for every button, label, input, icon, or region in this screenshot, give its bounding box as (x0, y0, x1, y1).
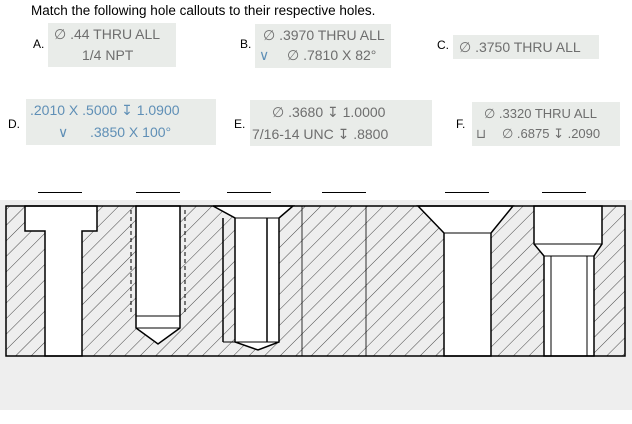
answer-blank-2[interactable] (136, 192, 180, 193)
callout-b-letter: B. (240, 37, 252, 51)
hole-6 (533, 205, 603, 357)
answer-blank-3[interactable] (227, 192, 271, 193)
callout-c: ∅ .3750 THRU ALL (453, 35, 599, 59)
callout-a: ∅ .44 THRU ALL 1/4 NPT (48, 23, 176, 67)
callout-f-line1: ∅ .3320 THRU ALL (484, 106, 597, 121)
callout-f: ∅ .3320 THRU ALL ⊔ ∅ .6875 ↧ .2090 (472, 102, 620, 146)
callout-e-line2: 7/16-14 UNC ↧ .8800 (252, 126, 389, 142)
callout-e-line1: ∅ .3680 ↧ 1.0000 (272, 104, 386, 120)
hole-3 (212, 205, 296, 351)
answer-blank-1[interactable] (38, 192, 82, 193)
instruction-text: Match the following hole callouts to the… (31, 3, 376, 18)
callout-c-letter: C. (437, 38, 449, 52)
part-outline (5, 205, 626, 357)
callout-f-line2: ∅ .6875 ↧ .2090 (502, 126, 601, 141)
hole-section-drawing (0, 200, 632, 410)
callout-d-letter: D. (8, 117, 20, 131)
countersink-symbol-icon: ∨ (259, 47, 270, 63)
countersink-symbol-icon: ∨ (58, 124, 69, 140)
callout-a-line1: ∅ .44 THRU ALL (54, 26, 161, 42)
hole-2 (130, 205, 186, 345)
callout-b-line2: ∅ .7810 X 82° (287, 47, 377, 63)
answer-blank-4[interactable] (322, 192, 366, 193)
callout-c-line1: ∅ .3750 THRU ALL (459, 39, 581, 55)
callout-a-letter: A. (33, 37, 45, 51)
callout-d-line1: .2010 X .5000 ↧ 1.0900 (30, 102, 180, 118)
answer-blank-6[interactable] (542, 192, 586, 193)
material-hatch (6, 206, 625, 356)
callout-e-letter: E. (234, 117, 246, 131)
answer-blank-5[interactable] (445, 192, 489, 193)
callout-d: .2010 X .5000 ↧ 1.0900 ∨ .3850 X 100° (26, 99, 216, 145)
callout-e: ∅ .3680 ↧ 1.0000 7/16-14 UNC ↧ .8800 (250, 100, 432, 146)
callout-a-line2: 1/4 NPT (82, 47, 134, 63)
callout-b-line1: ∅ .3970 THRU ALL (263, 27, 385, 43)
callout-d-line2: .3850 X 100° (90, 124, 172, 140)
counterbore-symbol-icon: ⊔ (476, 126, 487, 141)
callout-b: ∅ .3970 THRU ALL ∨ ∅ .7810 X 82° (255, 24, 391, 68)
callout-f-letter: F. (456, 117, 466, 131)
